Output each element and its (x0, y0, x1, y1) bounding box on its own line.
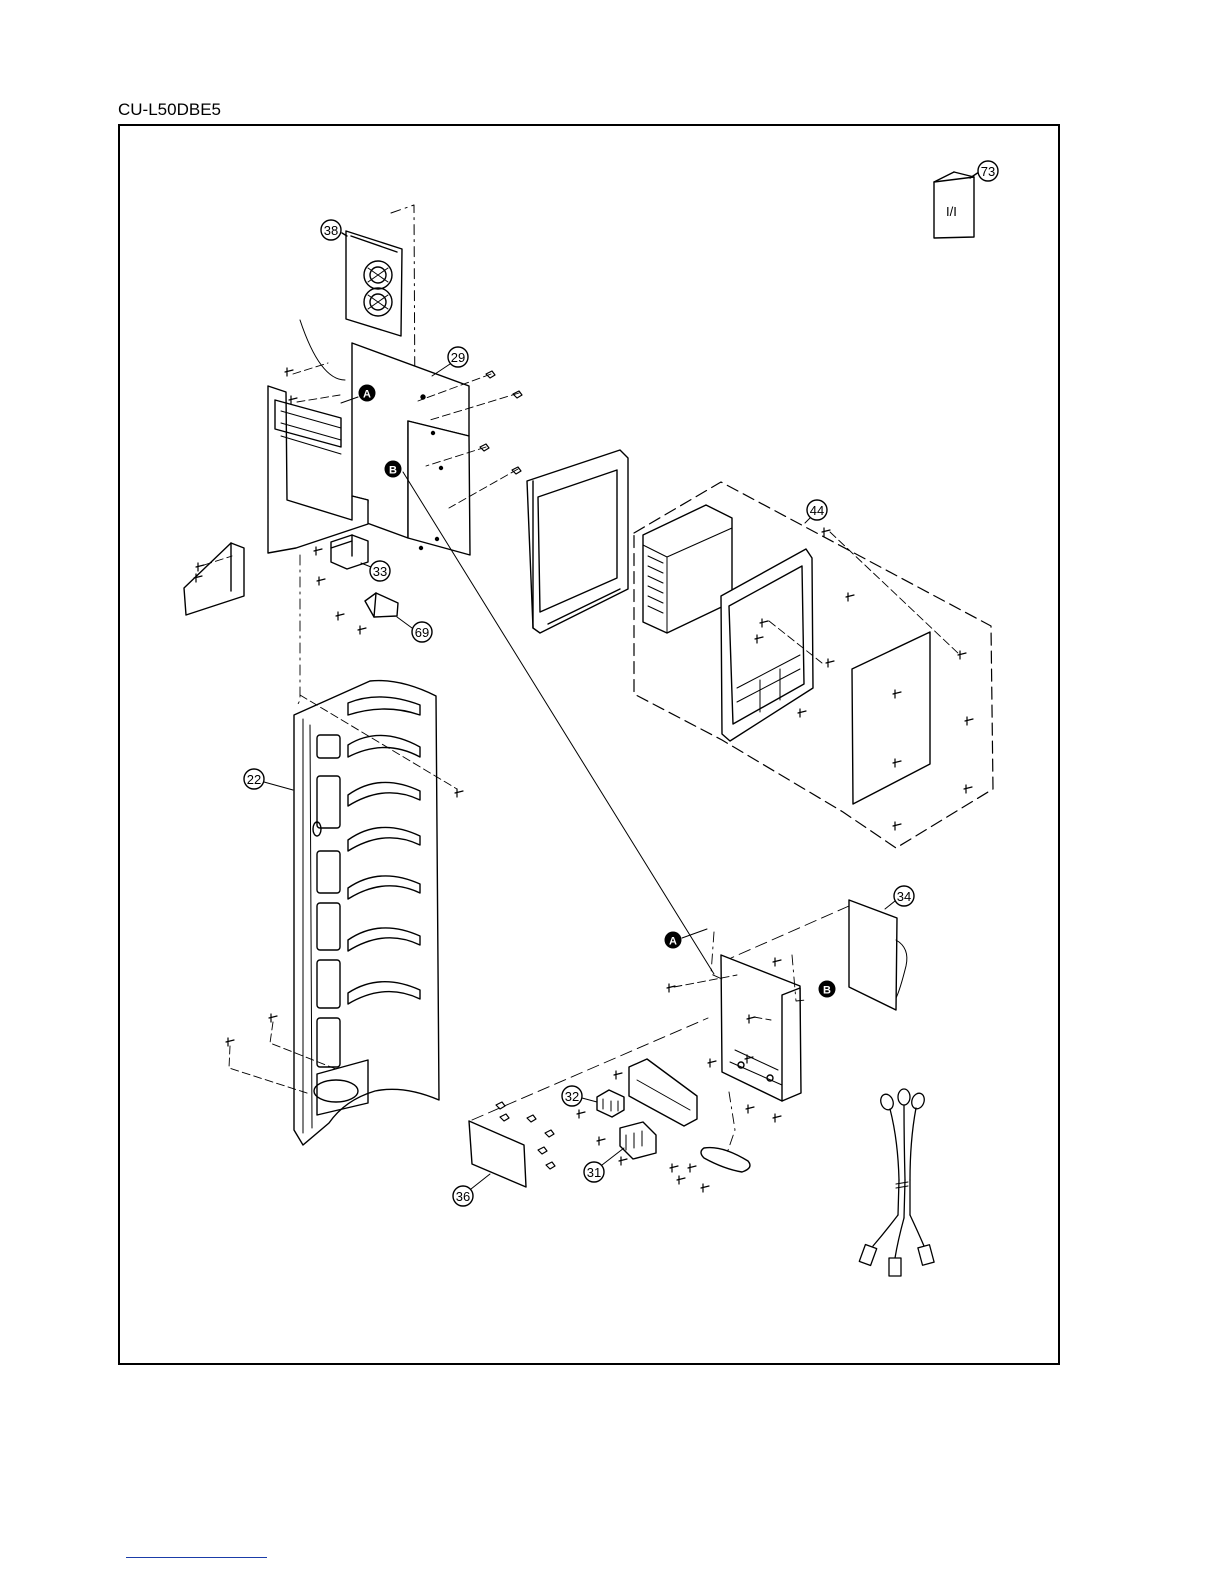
lower-control-box (711, 932, 806, 1101)
terminal-board-32 (597, 1090, 624, 1117)
svg-text:38: 38 (324, 223, 338, 238)
svg-text:36: 36 (456, 1189, 470, 1204)
svg-text:29: 29 (451, 350, 465, 365)
part-callout-31: 31 (584, 1148, 624, 1182)
fan-filter-plate (342, 231, 402, 336)
cord-clamp (701, 1148, 750, 1172)
footer-link-underline (126, 1557, 267, 1558)
part-callout-36: 36 (453, 1174, 490, 1206)
svg-text:34: 34 (897, 889, 911, 904)
part-callout-44: 44 (805, 500, 827, 523)
part-callout-22: 22 (244, 769, 293, 790)
part-callout-29: 29 (432, 347, 468, 376)
svg-text:A: A (669, 936, 677, 948)
manual-label: I/I (946, 204, 957, 219)
side-cover-plate (184, 543, 244, 615)
part-callout-73: 73 (978, 161, 998, 181)
svg-text:69: 69 (415, 625, 429, 640)
part-callout-38: 38 (321, 220, 341, 240)
electronic-controller-group (634, 482, 993, 848)
part-callout-32: 32 (562, 1086, 597, 1106)
reference-marker-b-lower: B (819, 981, 836, 998)
reference-marker-b-upper: B (385, 461, 402, 478)
reference-marker-a-lower: A (665, 929, 708, 949)
control-box-bracket (268, 320, 470, 555)
svg-text:31: 31 (587, 1165, 601, 1180)
sensor-board (629, 1059, 697, 1126)
power-cord-assembly (859, 1089, 934, 1276)
svg-text:B: B (389, 465, 397, 477)
side-panel (294, 681, 439, 1145)
part-callout-34: 34 (885, 886, 914, 909)
part-callout-33: 33 (361, 561, 390, 581)
svg-text:A: A (363, 389, 371, 401)
svg-text:33: 33 (373, 564, 387, 579)
part-callout-69: 69 (397, 617, 432, 642)
svg-text:73: 73 (981, 164, 995, 179)
svg-text:22: 22 (247, 772, 261, 787)
installation-manual-booklet: I/I (934, 170, 982, 238)
mounting-frame (527, 450, 628, 633)
svg-text:32: 32 (565, 1089, 579, 1104)
svg-text:44: 44 (810, 503, 824, 518)
terminal-board-31 (620, 1122, 656, 1159)
capacitor-part (365, 593, 398, 617)
svg-text:B: B (823, 985, 831, 997)
